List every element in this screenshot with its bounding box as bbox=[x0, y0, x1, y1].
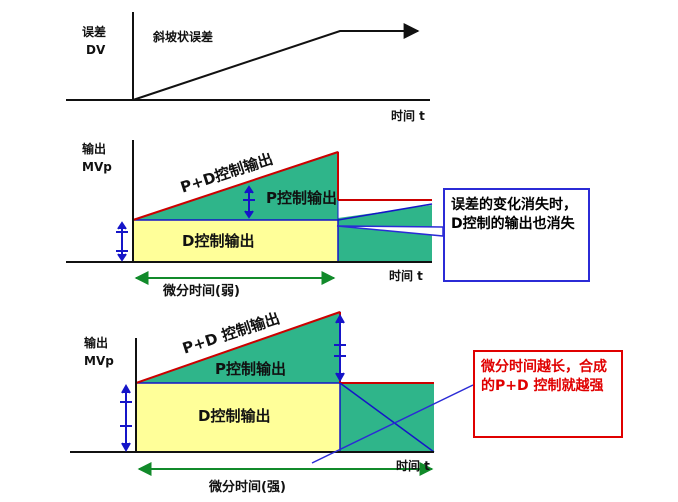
panel1-y-label-1: 误差 bbox=[82, 25, 107, 39]
panel3-time-label: 微分时间(强) bbox=[209, 480, 286, 495]
panel3-p-label: P控制输出 bbox=[215, 360, 286, 378]
ramp-error-line bbox=[132, 23, 420, 101]
panel2-pd-line bbox=[132, 151, 339, 221]
callout1-text: 误差的变化消失时，D控制的输出也消失 bbox=[451, 197, 577, 232]
panel3-d-area bbox=[135, 382, 341, 453]
panel3-d-label: D控制输出 bbox=[198, 407, 271, 425]
panel2-p-label: P控制输出 bbox=[266, 189, 337, 207]
panel2-p-tail-area bbox=[338, 205, 432, 262]
panel2-time-label: 微分时间(弱) bbox=[163, 284, 240, 299]
panel1-ramp-label: 斜坡状误差 bbox=[153, 30, 214, 44]
panel1-y-label-2: DV bbox=[86, 43, 106, 57]
panel3-p-height-arrow bbox=[334, 313, 346, 383]
panel2-output-chart-weak bbox=[66, 140, 433, 285]
panel2-y-label-2: MVp bbox=[82, 160, 112, 174]
callout2-text: 微分时间越长，合成的P+D 控制就越强 bbox=[481, 359, 607, 394]
panel2-d-label: D控制输出 bbox=[182, 232, 255, 250]
callout2-pointer bbox=[311, 384, 474, 464]
callout-d-output-disappears: 误差的变化消失时，D控制的输出也消失 bbox=[443, 188, 590, 282]
panel2-y-label-1: 输出 bbox=[82, 142, 107, 156]
panel3-y-label-1: 输出 bbox=[84, 336, 109, 350]
panel2-d-height-arrow bbox=[116, 221, 128, 262]
panel2-p-height-arrow bbox=[243, 185, 255, 219]
panel3-pd-line bbox=[135, 311, 341, 384]
callout-strong-derivative: 微分时间越长，合成的P+D 控制就越强 bbox=[473, 350, 623, 438]
panel3-x-label: 时间 t bbox=[396, 459, 430, 473]
panel3-y-label-2: MVp bbox=[84, 354, 114, 368]
panel3-blue-slope bbox=[339, 382, 435, 453]
panel1-error-chart bbox=[66, 12, 430, 101]
panel1-x-label: 时间 t bbox=[391, 109, 425, 123]
panel2-blue-slope bbox=[337, 203, 433, 221]
panel3-output-chart-strong bbox=[70, 311, 435, 476]
panel3-d-height-arrow bbox=[120, 383, 132, 453]
panel2-x-label: 时间 t bbox=[389, 269, 423, 283]
